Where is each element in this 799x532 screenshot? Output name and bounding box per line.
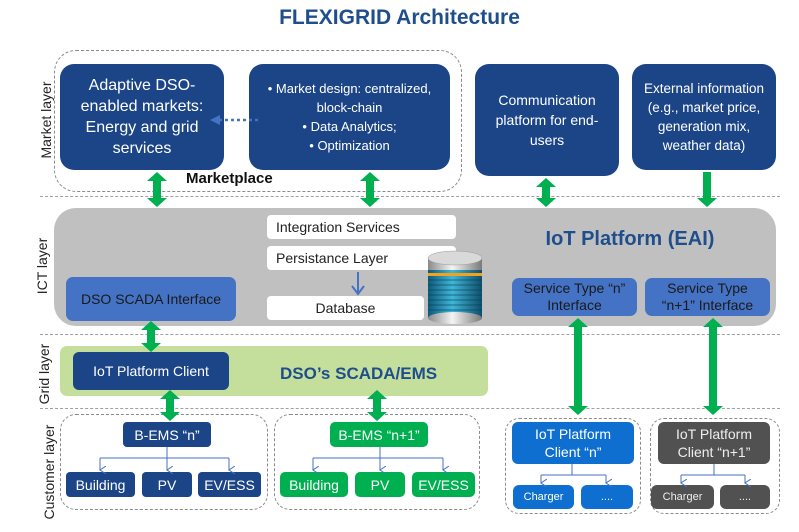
pv-n1-box[interactable]: PV [355,472,405,497]
dotted-arrow-left [210,115,258,125]
green-arrows [141,172,723,421]
arrow-scada-grid [141,321,161,352]
bems-n1-box[interactable]: B-EMS “n+1” [330,422,428,447]
external-info-text: External information (e.g., market price… [643,81,765,153]
design-item: • Optimization [309,138,390,153]
client-n1-tree [681,464,745,483]
persistance-to-database-arrow [351,272,365,296]
building-n-box[interactable]: Building [66,472,135,497]
charger-n-box[interactable]: Charger [513,485,574,509]
arrow-service-n-client [568,318,588,415]
more-n-box[interactable]: .... [581,485,633,509]
arrow-adaptive-ict [147,172,167,207]
charger-n1-box[interactable]: Charger [651,485,714,509]
ev-ess-n1-box[interactable]: EV/ESS [412,472,475,497]
ev-ess-n-box[interactable]: EV/ESS [198,472,261,497]
grid-customer-divider [40,408,780,409]
persistance-layer-box[interactable]: Persistance Layer [267,246,456,270]
arrow-scada-bems-n1 [367,390,387,421]
client-n1-group [650,418,780,514]
arrow-client-bems-n [160,390,180,421]
adaptive-markets-box[interactable]: Adaptive DSO-enabled markets: Energy and… [60,64,224,170]
design-item: • Market design: centralized, [267,81,432,96]
arrow-service-n1-client [703,318,723,415]
ict-grid-divider [40,334,780,335]
marketplace-label: Marketplace [186,170,273,187]
client-n-tree [541,464,606,483]
bems-n-tree [100,447,229,470]
service-type-n-interface[interactable]: Service Type “n” Interface [512,278,637,316]
arrow-design-ict [360,172,380,207]
communication-text: Communication platform for end-users [495,92,599,148]
arrow-external-ict [697,172,717,207]
marketplace-group [54,50,462,192]
iot-platform-title: IoT Platform (EAI) [545,228,715,250]
dso-scada-interface-box[interactable]: DSO SCADA Interface [66,277,236,321]
more-n1-box[interactable]: .... [720,485,770,509]
pv-n-box[interactable]: PV [142,472,192,497]
integration-services-box[interactable]: Integration Services [267,215,456,239]
bems-n1-tree [313,447,443,470]
market-ict-divider [40,196,780,197]
communication-platform-box[interactable]: Communication platform for end-users [475,64,619,176]
external-information-box[interactable]: External information (e.g., market price… [632,64,776,170]
dso-scada-ems-label: DSO’s SCADA/EMS [280,364,438,383]
iot-platform-client-box[interactable]: IoT Platform Client [73,352,229,390]
diagram-title: FLEXIGRID Architecture [279,6,520,29]
market-design-box[interactable]: • Market design: centralized, block-chai… [249,64,450,170]
iot-client-n-box[interactable]: IoT Platform Client “n” [512,422,634,464]
client-n-group [505,418,641,514]
database-box[interactable]: Database [267,296,424,320]
design-item: • Data Analytics; [302,119,397,134]
building-n1-box[interactable]: Building [280,472,348,497]
design-item: block-chain [316,100,383,115]
arrow-comm-ict [536,178,556,207]
service-type-n1-interface[interactable]: Service Type “n+1” Interface [645,278,770,316]
bems-n-box[interactable]: B-EMS “n” [123,422,211,447]
adaptive-markets-text: Adaptive DSO-enabled markets: Energy and… [80,77,204,157]
iot-client-n1-box[interactable]: IoT Platform Client “n+1” [658,422,770,464]
